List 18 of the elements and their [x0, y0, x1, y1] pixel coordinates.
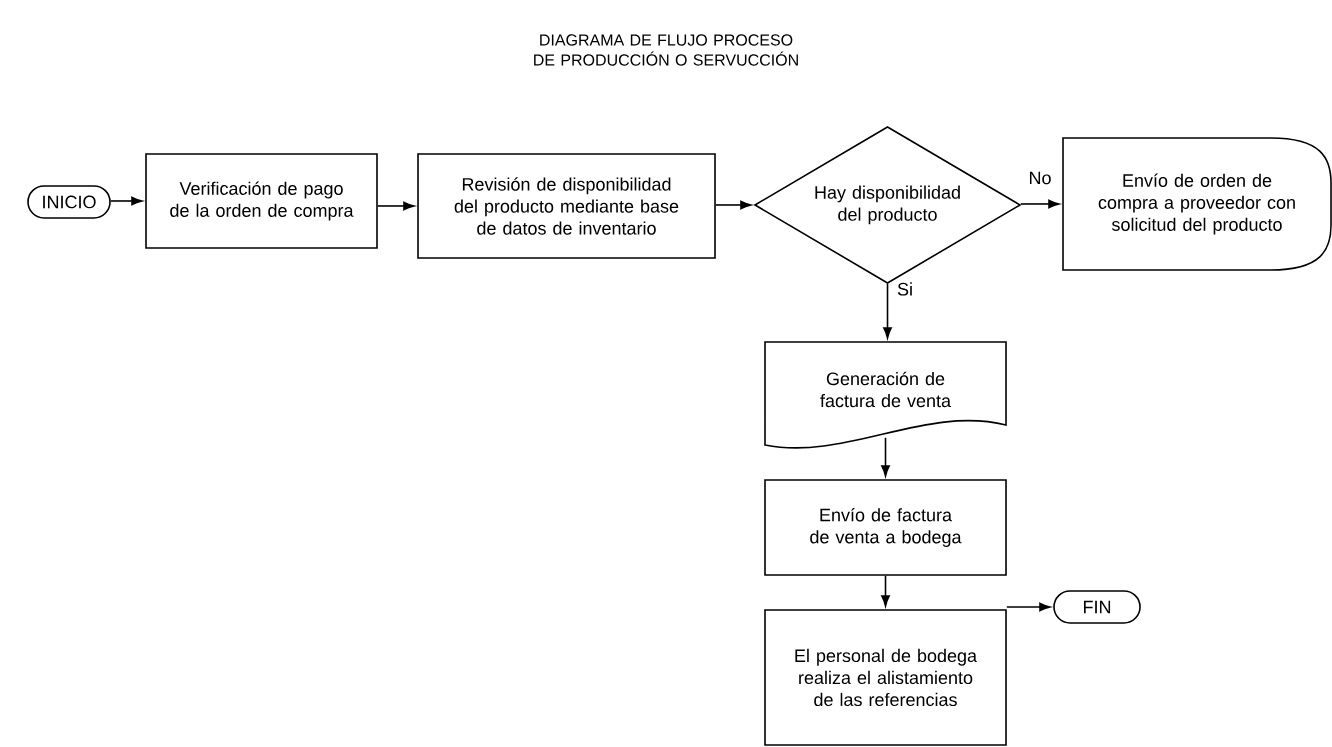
- terminal-box: INICIO: [27, 185, 111, 219]
- delay-box: Envío de orden de compra a proveedor con solicitud del producto: [1062, 137, 1332, 271]
- terminal-box: FIN: [1053, 590, 1141, 624]
- arrow: [881, 575, 890, 607]
- arrow: [881, 436, 890, 477]
- arrow: [110, 196, 143, 206]
- process-box: El personal de bodega realiza el alistamiento de las referencias: [764, 609, 1007, 746]
- arrow: [883, 282, 892, 339]
- process-box: Envío de factura de venta a bodega: [764, 479, 1007, 576]
- document-box: Generación de factura de venta: [764, 341, 1007, 449]
- arrow: [377, 201, 415, 211]
- arrow: [1020, 199, 1060, 209]
- process-box: Verificación de pago de la orden de compra: [145, 153, 378, 249]
- arrow: [1006, 602, 1051, 612]
- edge-label: No: [1026, 169, 1054, 187]
- process-box: Revisión de disponibilidad del producto mediante base de datos de inventario: [417, 153, 716, 259]
- arrow: [715, 200, 752, 210]
- title: DIAGRAMA DE FLUJO PROCESO DE PRODUCCIÓN O SERVUCCIÓN: [534, 34, 798, 66]
